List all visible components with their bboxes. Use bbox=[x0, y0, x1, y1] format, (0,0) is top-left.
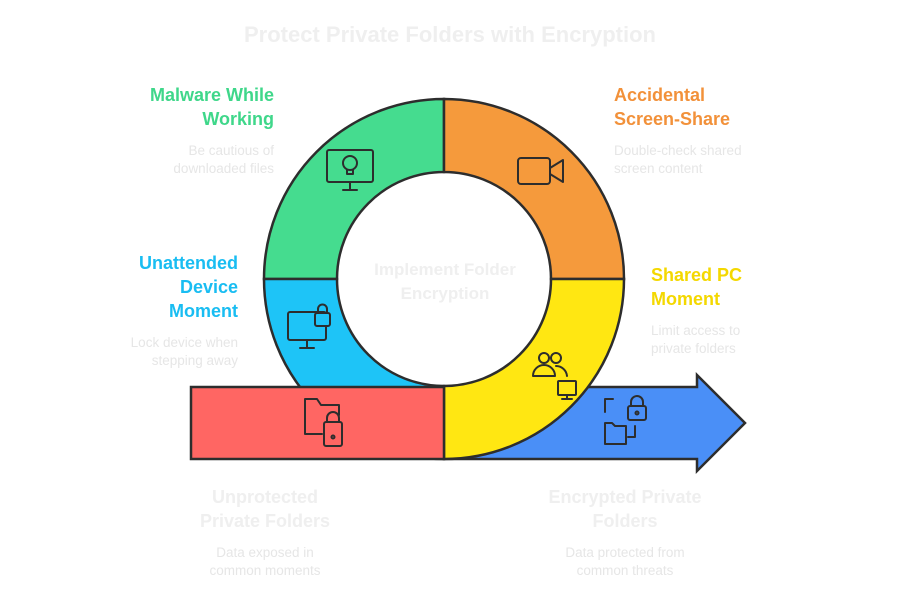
segment-screen-share bbox=[442, 97, 626, 281]
folders-lock-icon bbox=[604, 395, 647, 445]
start-title: Unprotected Private Folders bbox=[199, 487, 331, 531]
end-desc: Data protected from common threats bbox=[565, 545, 685, 578]
segment-title-unattended: Unattended Device Moment bbox=[139, 253, 238, 321]
segment-title-shared-pc: Shared PC Moment bbox=[651, 265, 743, 309]
folder-lock-icon bbox=[304, 398, 343, 447]
segment-title-malware: Malware While Working bbox=[149, 85, 274, 129]
segment-desc-screen-share: Double-check shared screen content bbox=[614, 143, 742, 176]
segment-desc-shared-pc: Limit access to private folders bbox=[651, 323, 741, 356]
segment-desc-malware: Be cautious of downloaded files bbox=[173, 143, 274, 176]
end-title: Encrypted Private Folders bbox=[548, 487, 702, 531]
segment-shared-pc bbox=[442, 277, 626, 461]
monitor-skull-icon bbox=[326, 149, 374, 191]
segment-title-screen-share: Accidental Screen-Share bbox=[614, 85, 731, 129]
center-label: Implement Folder Encryption bbox=[374, 260, 516, 303]
start-box bbox=[189, 385, 446, 461]
video-camera-icon bbox=[517, 157, 564, 185]
diagram-title: Protect Private Folders with Encryption bbox=[244, 22, 656, 47]
start-desc: Data exposed in common moments bbox=[209, 545, 321, 578]
users-monitor-icon bbox=[532, 352, 577, 400]
monitor-lock-icon bbox=[287, 303, 331, 349]
segment-desc-unattended: Lock device when stepping away bbox=[130, 335, 238, 368]
